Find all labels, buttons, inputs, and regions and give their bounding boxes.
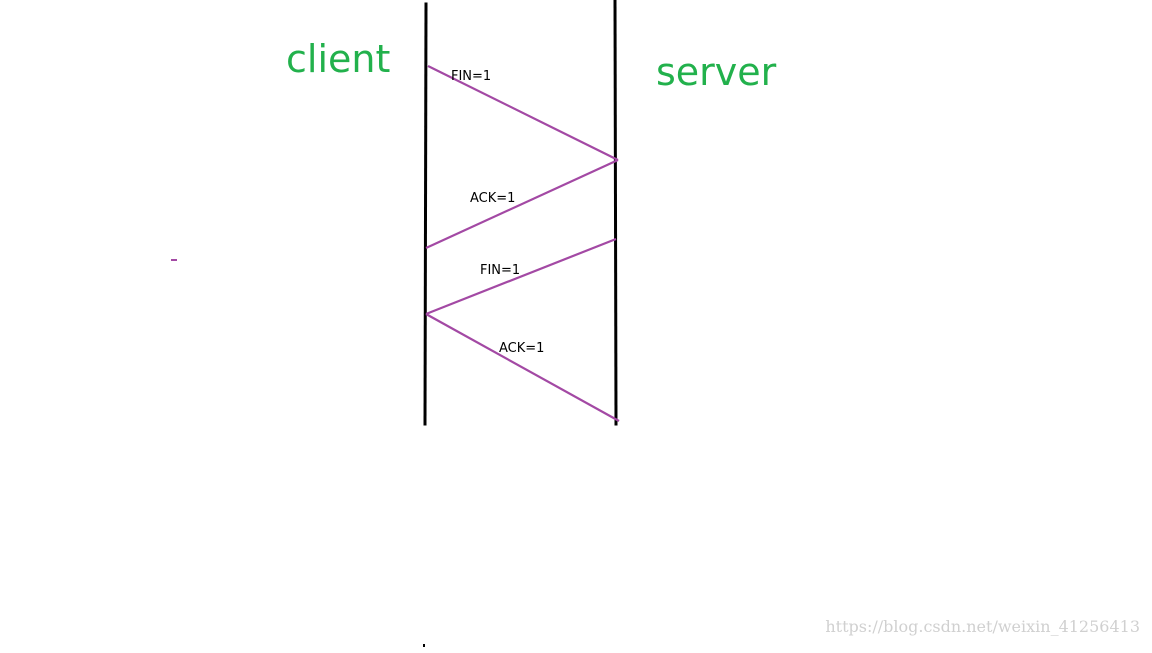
message-label-fin-2: FIN=1	[480, 263, 521, 278]
watermark-text: https://blog.csdn.net/weixin_41256413	[825, 617, 1140, 636]
message-label-fin-1: FIN=1	[451, 69, 492, 84]
server-label: server	[656, 50, 777, 94]
message-line-ack-1	[425, 159, 619, 249]
message-label-ack-1: ACK=1	[470, 191, 516, 206]
message-line-fin-1	[427, 65, 619, 161]
client-label: client	[286, 37, 391, 81]
message-label-ack-2: ACK=1	[499, 341, 545, 356]
client-lifeline	[423, 2, 428, 426]
message-line-ack-2	[425, 313, 620, 422]
message-line-fin-2	[425, 237, 617, 316]
server-lifeline	[613, 0, 618, 426]
